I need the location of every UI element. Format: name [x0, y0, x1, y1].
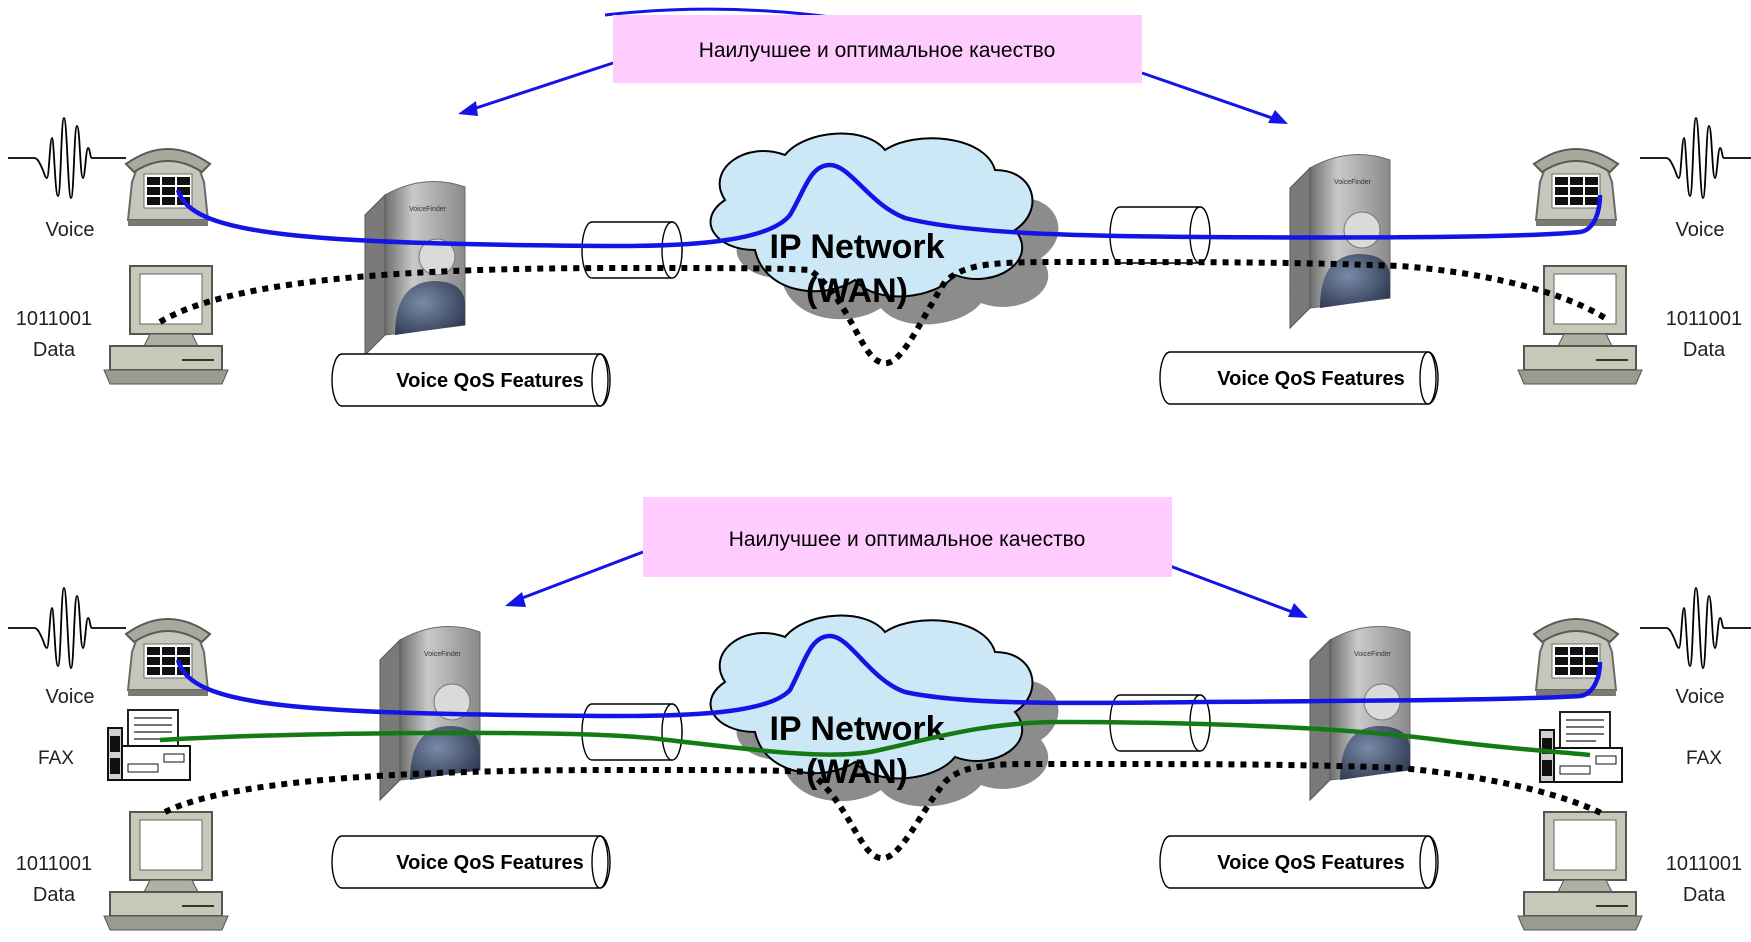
computer-icon: [1517, 265, 1643, 385]
sound-wave-icon: [7, 117, 127, 199]
quality-banner-box: [613, 15, 1142, 83]
network-title-line2: (WAN): [806, 753, 908, 791]
network-title-line1: IP Network: [769, 228, 944, 266]
quality-banner-text: Наилучшее и оптимальное качество: [729, 528, 1086, 551]
panel-2: Наилучшее и оптимальное качество IP Netw…: [7, 497, 1751, 931]
tunnel-pipe-icon: [581, 221, 683, 279]
voice-path-2: [175, 633, 1603, 719]
fax-machine-icon: [107, 709, 191, 781]
voice-label-left: Voice: [46, 219, 95, 241]
qos-label-right: Voice QoS Features: [1217, 368, 1404, 390]
quality-banner-text: Наилучшее и оптимальное качество: [699, 39, 1056, 62]
quality-banner-box: [643, 497, 1172, 577]
data-bits-left: 1011001: [16, 853, 92, 875]
data-path-2: [163, 760, 1607, 862]
voice-path-1: [175, 162, 1603, 249]
fax-label-right: FAX: [1686, 748, 1722, 769]
data-label-left: Data: [33, 339, 76, 361]
voip-gateway-icon: [364, 181, 466, 356]
tunnel-pipe-icon: [581, 703, 683, 761]
fax-label-left: FAX: [38, 748, 74, 769]
network-title-line2: (WAN): [806, 272, 908, 310]
data-label-right: Data: [1683, 339, 1726, 361]
data-label-right: Data: [1683, 884, 1726, 906]
data-bits-left: 1011001: [16, 308, 92, 330]
fax-path-2: [159, 719, 1591, 758]
data-bits-right: 1011001: [1666, 308, 1742, 330]
data-path-1: [158, 259, 1607, 367]
computer-icon: [103, 265, 229, 385]
voip-gateway-icon: [1309, 626, 1411, 801]
qos-label-left: Voice QoS Features: [396, 370, 583, 392]
data-bits-right: 1011001: [1666, 853, 1742, 875]
voice-label-right: Voice: [1676, 686, 1725, 708]
voice-label-left: Voice: [46, 686, 95, 708]
voice-label-right: Voice: [1676, 219, 1725, 241]
sound-wave-icon: [7, 587, 127, 669]
telephone-icon: [1533, 148, 1619, 227]
computer-icon: [103, 811, 229, 931]
qos-label-right: Voice QoS Features: [1217, 852, 1404, 874]
voip-gateway-icon: [1289, 154, 1391, 329]
data-label-left: Data: [33, 884, 76, 906]
qos-label-left: Voice QoS Features: [396, 852, 583, 874]
panel-1: Наилучшее и оптимальное качество IP Netw…: [7, 7, 1751, 407]
computer-icon: [1517, 811, 1643, 931]
fax-machine-icon: [1539, 711, 1623, 783]
quality-arrows-1: [458, 7, 1288, 124]
sound-wave-icon: [1639, 587, 1751, 669]
quality-arrows-2: [505, 550, 1308, 618]
sound-wave-icon: [1639, 117, 1751, 199]
telephone-icon: [1533, 618, 1619, 697]
